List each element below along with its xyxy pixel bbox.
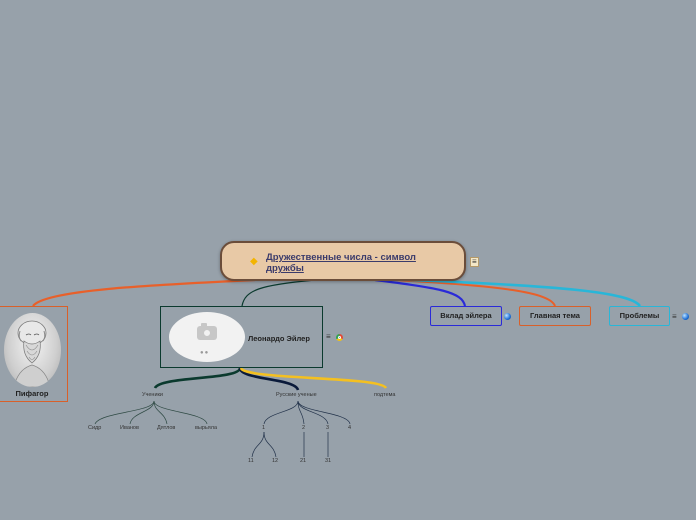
sub-item[interactable]: 21 bbox=[300, 458, 307, 464]
russian-item[interactable]: 4 bbox=[348, 425, 352, 431]
russian-scientists-label[interactable]: Русские ученые bbox=[276, 392, 317, 398]
student-item[interactable]: вырьяла bbox=[195, 425, 218, 431]
photo-placeholder: ●● bbox=[169, 312, 245, 362]
link-to-russian bbox=[238, 367, 300, 391]
note-icon[interactable]: ≡ bbox=[672, 312, 677, 321]
topic-main-theme[interactable]: Главная тема bbox=[519, 306, 591, 326]
sub-item[interactable]: 11 bbox=[248, 458, 254, 464]
note-icon[interactable]: ≡ bbox=[470, 257, 479, 267]
russian-item[interactable]: 1 bbox=[262, 425, 266, 431]
link-to-students bbox=[153, 367, 242, 389]
link-to-problems bbox=[409, 278, 642, 307]
pythagoras-bust-image bbox=[4, 313, 61, 387]
students-links bbox=[94, 400, 208, 425]
sub-item[interactable]: 31 bbox=[325, 458, 332, 464]
bust-drawing bbox=[13, 320, 51, 387]
note-icon[interactable]: ≡ bbox=[326, 332, 331, 341]
russian-links bbox=[251, 400, 351, 458]
camera-icon bbox=[197, 323, 217, 340]
student-item[interactable]: Сидр bbox=[88, 425, 102, 431]
link-to-vklad bbox=[374, 278, 467, 307]
russian-item[interactable]: 2 bbox=[302, 425, 306, 431]
podtema-label[interactable]: подтема bbox=[374, 392, 396, 398]
link-to-main-theme bbox=[394, 279, 556, 307]
link-to-euler bbox=[241, 279, 316, 307]
topic-problems[interactable]: Проблемы bbox=[609, 306, 670, 326]
pager-dots: ●● bbox=[200, 350, 210, 356]
student-item[interactable]: Дятлов bbox=[157, 425, 176, 431]
chrome-icon[interactable] bbox=[336, 334, 343, 341]
pythagoras-label: Пифагор bbox=[15, 389, 49, 398]
central-topic-title: Дружественные числа - символ дружбы bbox=[266, 252, 416, 274]
topic-vklad-eulera[interactable]: Вклад эйлера bbox=[430, 306, 502, 326]
student-item[interactable]: Иванов bbox=[120, 425, 139, 431]
link-to-podtema bbox=[239, 367, 388, 390]
topic-euler[interactable]: ●● Леонардо Эйлер bbox=[160, 306, 323, 368]
central-topic[interactable]: ◆ Дружественные числа - символ дружбы bbox=[220, 241, 466, 281]
globe-icon[interactable] bbox=[682, 313, 689, 320]
topic-pythagoras[interactable]: Пифагор bbox=[0, 306, 68, 402]
link-to-pythagoras bbox=[32, 278, 256, 307]
euler-label: Леонардо Эйлер bbox=[248, 334, 310, 343]
russian-item[interactable]: 3 bbox=[326, 425, 330, 431]
bulb-icon: ◆ bbox=[250, 256, 258, 267]
sub-item[interactable]: 12 bbox=[272, 458, 279, 464]
students-label[interactable]: Ученики bbox=[142, 392, 164, 398]
globe-icon[interactable] bbox=[504, 313, 511, 320]
